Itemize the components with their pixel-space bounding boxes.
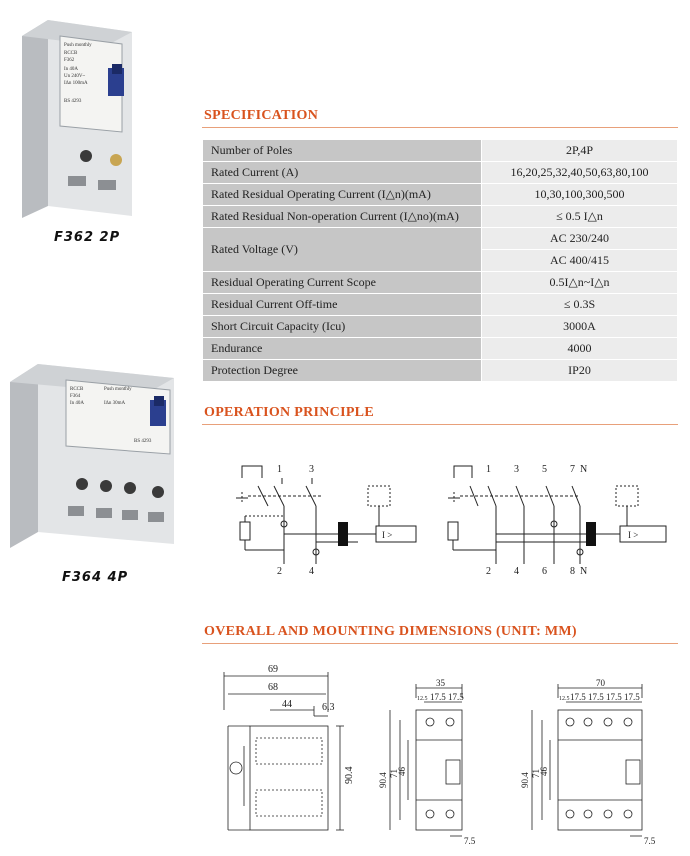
dimension-label: 68 xyxy=(268,682,278,693)
spec-value: 2P,4P xyxy=(481,139,678,162)
relay-label: I > xyxy=(382,530,392,540)
dimension-label: 7.5 xyxy=(644,836,656,846)
table-row: Residual Operating Current Scope 0.5I△n~… xyxy=(202,271,678,294)
spec-value: 0.5I△n~I△n xyxy=(481,271,678,294)
dimension-label: 90.4 xyxy=(520,772,530,788)
spec-label: Protection Degree xyxy=(202,359,482,382)
dimension-label: 46 xyxy=(539,767,549,777)
spec-value: 10,30,100,300,500 xyxy=(481,183,678,206)
spec-label: Rated Residual Non-operation Current (I△… xyxy=(202,205,482,228)
spec-label: Residual Current Off-time xyxy=(202,293,482,316)
terminal-label: N xyxy=(580,464,587,475)
spec-label: Residual Operating Current Scope xyxy=(202,271,482,294)
label-line: IΔn 100mA xyxy=(64,81,88,86)
dimension-label: 17.5 xyxy=(588,692,604,702)
terminal-label: 1 xyxy=(277,464,282,475)
dimensions-title: OVERALL AND MOUNTING DIMENSIONS (UNIT: M… xyxy=(204,624,577,639)
dimension-label: 7.5 xyxy=(464,836,476,846)
dimension-label: 71 xyxy=(531,769,541,778)
dimension-label: 6.3 xyxy=(322,702,335,713)
dimension-label: 69 xyxy=(268,664,278,675)
front-view-4p-drawing: 70 12.5 17.5 17.5 17.5 17.5 90.4 71 46 7… xyxy=(520,678,656,846)
terminal-label: 1 xyxy=(486,464,491,475)
dimension-label: 17.5 xyxy=(448,692,464,702)
specification-table: Number of Poles 2P,4P Rated Current (A) … xyxy=(202,139,678,382)
front-view-2p-drawing: 35 12.5 17.5 17.5 90.4 71 46 7.5 xyxy=(378,678,476,846)
label-line: RCCB xyxy=(64,51,78,56)
spec-value: 4000 xyxy=(481,337,678,360)
table-row: Protection Degree IP20 xyxy=(202,359,678,382)
table-row: Short Circuit Capacity (Icu) 3000A xyxy=(202,315,678,338)
dimension-label: 90.4 xyxy=(344,767,355,785)
spec-value: IP20 xyxy=(481,359,678,382)
spec-label: Number of Poles xyxy=(202,139,482,162)
dimension-label: 17.5 xyxy=(606,692,622,702)
operation-title: OPERATION PRINCIPLE xyxy=(204,405,374,420)
spec-value: AC 230/240 xyxy=(481,227,678,250)
spec-value: AC 400/415 xyxy=(481,249,678,272)
section-divider xyxy=(202,424,678,425)
label-line: BS 4293 xyxy=(64,99,82,104)
dimension-label: 46 xyxy=(397,767,407,777)
terminal-label: 3 xyxy=(514,464,519,475)
label-line: F364 xyxy=(70,394,81,399)
product-image-2p: Push monthly RCCB F362 In 40A Un 240V~ I… xyxy=(22,20,132,218)
spec-label: Rated Residual Operating Current (I△n)(m… xyxy=(202,183,482,206)
dimension-label: 70 xyxy=(596,678,606,688)
spec-label: Rated Current (A) xyxy=(202,161,482,184)
label-line: IΔn 30mA xyxy=(104,401,126,406)
label-line: BS 4293 xyxy=(134,439,152,444)
relay-label: I > xyxy=(628,530,638,540)
spec-label: Short Circuit Capacity (Icu) xyxy=(202,315,482,338)
dimension-label: 17.5 xyxy=(624,692,640,702)
spec-label: Rated Voltage (V) xyxy=(202,227,482,272)
table-row: Number of Poles 2P,4P xyxy=(202,139,678,162)
terminal-label: N xyxy=(580,566,587,577)
terminal-label: 7 xyxy=(570,464,575,475)
label-line: Push monthly xyxy=(104,387,132,392)
terminal-label: 2 xyxy=(486,566,491,577)
spec-value: ≤ 0.3S xyxy=(481,293,678,316)
dimension-label: 35 xyxy=(436,678,446,688)
product-caption-2p: F362 2P xyxy=(54,230,121,245)
label-line: Un 240V~ xyxy=(64,74,85,79)
terminal-label: 2 xyxy=(277,566,282,577)
spec-label: Endurance xyxy=(202,337,482,360)
dimension-label: 17.5 xyxy=(430,692,446,702)
table-row: Endurance 4000 xyxy=(202,337,678,360)
label-line: F362 xyxy=(64,58,75,63)
label-line: Push monthly xyxy=(64,43,92,48)
spec-value: 16,20,25,32,40,50,63,80,100 xyxy=(481,161,678,184)
product-image-4p: RCCB F364 In 40A IΔn 30mA Push monthly B… xyxy=(10,364,174,548)
side-view-drawing: 69 68 44 6.3 90.4 xyxy=(223,664,355,831)
table-row: Residual Current Off-time ≤ 0.3S xyxy=(202,293,678,316)
circuit-diagram-2p: 1 3 2 4 I > xyxy=(236,464,417,577)
spec-value: ≤ 0.5 I△n xyxy=(481,205,678,228)
dimension-label: 17.5 xyxy=(570,692,586,702)
label-line: In 40A xyxy=(64,67,78,72)
terminal-label: 4 xyxy=(309,566,314,577)
table-row: Rated Current (A) 16,20,25,32,40,50,63,8… xyxy=(202,161,678,184)
terminal-label: 6 xyxy=(542,566,547,577)
circuit-diagram-4p: 1 3 5 7 N 2 4 6 8 N I > xyxy=(447,464,667,577)
label-line: RCCB xyxy=(70,387,84,392)
label-line: In 40A xyxy=(70,401,84,406)
terminal-label: 5 xyxy=(542,464,547,475)
product-caption-4p: F364 4P xyxy=(62,570,129,585)
specification-title: SPECIFICATION xyxy=(204,108,319,123)
dimension-label: 44 xyxy=(282,699,292,710)
table-row: Rated Residual Non-operation Current (I△… xyxy=(202,205,678,228)
table-row: Rated Residual Operating Current (I△n)(m… xyxy=(202,183,678,206)
table-row: Rated Voltage (V) AC 230/240 xyxy=(202,227,678,272)
section-divider xyxy=(202,643,678,644)
terminal-label: 8 xyxy=(570,566,575,577)
terminal-label: 4 xyxy=(514,566,519,577)
terminal-label: 3 xyxy=(309,464,314,475)
dimension-label: 12.5 xyxy=(559,696,570,702)
dimension-label: 71 xyxy=(389,769,399,778)
dimension-label: 12.5 xyxy=(417,696,428,702)
dimension-label: 90.4 xyxy=(378,772,388,788)
spec-value: 3000A xyxy=(481,315,678,338)
section-divider xyxy=(202,127,678,128)
